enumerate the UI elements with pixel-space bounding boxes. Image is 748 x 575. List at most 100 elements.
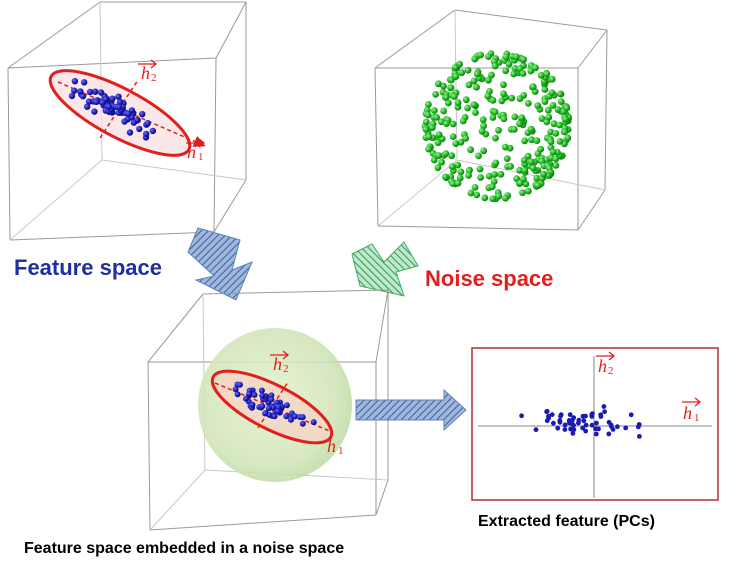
data-point xyxy=(299,420,306,427)
noise-point xyxy=(456,174,464,182)
pc-point xyxy=(610,427,616,432)
noise-point xyxy=(465,81,473,89)
noise-point xyxy=(556,121,563,129)
h2-letter: h xyxy=(273,354,282,374)
noise-point xyxy=(533,174,541,182)
embedded-space-caption: Feature space embedded in a noise space xyxy=(24,540,345,557)
noise-point xyxy=(488,183,496,191)
noise-point xyxy=(454,161,462,169)
vector-label-h2-embedded: h 2 xyxy=(270,350,290,375)
noise-point xyxy=(544,106,552,114)
noise-point xyxy=(475,152,482,160)
noise-point xyxy=(434,139,442,147)
h1-subscript: 1 xyxy=(694,412,700,424)
data-point xyxy=(283,402,290,409)
noise-point xyxy=(473,83,480,91)
h2-letter: h xyxy=(141,63,150,83)
noise-point xyxy=(452,140,460,148)
data-point xyxy=(71,78,79,85)
noise-point xyxy=(508,94,516,102)
data-point xyxy=(139,111,146,118)
noise-point xyxy=(556,90,564,98)
noise-point xyxy=(491,171,498,178)
vector-arrow-icon xyxy=(270,350,290,360)
noise-point xyxy=(516,166,523,174)
noise-point xyxy=(435,131,443,139)
noise-point xyxy=(472,109,479,116)
data-point xyxy=(288,416,294,423)
data-point xyxy=(79,93,87,100)
data-point xyxy=(249,401,256,408)
noise-point xyxy=(537,145,545,153)
noise-point xyxy=(532,64,539,72)
noise-point xyxy=(500,115,508,123)
noise-point xyxy=(503,155,511,163)
data-point xyxy=(121,118,128,125)
noise-point xyxy=(500,90,507,98)
noise-point xyxy=(457,168,465,176)
data-point xyxy=(99,99,106,106)
noise-point xyxy=(495,192,503,200)
h1-letter: h xyxy=(327,436,336,456)
noise-point xyxy=(488,71,495,79)
noise-point xyxy=(432,91,439,98)
noise-space-box xyxy=(374,9,608,231)
noise-point xyxy=(528,136,535,144)
noise-point xyxy=(457,138,465,146)
data-point xyxy=(136,125,143,133)
arrow-right-icon xyxy=(355,388,467,432)
noise-point xyxy=(477,174,484,181)
noise-point xyxy=(533,137,541,145)
noise-point xyxy=(454,99,462,107)
noise-point xyxy=(440,82,447,90)
noise-point xyxy=(485,76,492,84)
noise-point xyxy=(563,104,571,112)
pc-point xyxy=(601,404,607,409)
noise-point xyxy=(434,164,442,172)
noise-point xyxy=(529,83,537,91)
noise-point xyxy=(534,182,542,189)
noise-point xyxy=(422,118,430,126)
noise-point xyxy=(552,130,560,137)
data-point xyxy=(126,129,134,136)
noise-point xyxy=(519,189,526,197)
data-point xyxy=(265,405,272,412)
noise-point xyxy=(497,170,505,178)
vector-label-h1-embedded: h 1 xyxy=(327,436,344,457)
noise-point xyxy=(477,51,484,59)
data-point xyxy=(93,98,100,106)
noise-point xyxy=(464,104,471,112)
noise-point xyxy=(502,194,509,202)
data-point xyxy=(299,414,306,421)
pc-point xyxy=(628,412,634,418)
feature-space-label: Feature space xyxy=(14,255,162,280)
noise-point xyxy=(447,84,455,92)
noise-point xyxy=(485,172,493,180)
pc-point xyxy=(615,424,620,430)
data-point xyxy=(259,403,266,410)
pc-point xyxy=(549,412,555,417)
vector-arrow-icon xyxy=(186,138,206,148)
noise-point xyxy=(529,164,537,172)
noise-point xyxy=(440,107,447,115)
noise-point xyxy=(449,180,457,187)
noise-point xyxy=(518,114,526,121)
noise-point xyxy=(431,107,438,114)
pc-point xyxy=(570,431,576,436)
noise-point xyxy=(525,187,532,195)
noise-point xyxy=(548,89,556,96)
noise-point xyxy=(510,125,518,133)
noise-point xyxy=(422,125,430,133)
pc-point xyxy=(568,426,573,432)
noise-point xyxy=(480,122,487,130)
noise-point xyxy=(465,172,472,179)
pc-point xyxy=(596,426,601,432)
pc-point xyxy=(581,418,587,424)
extracted-feature-points xyxy=(519,404,642,439)
pc-point xyxy=(562,427,568,432)
noise-point xyxy=(492,134,499,142)
embedded-feature-points xyxy=(232,381,317,427)
pc-point xyxy=(594,420,599,426)
data-point xyxy=(109,95,116,102)
data-point xyxy=(71,87,78,94)
